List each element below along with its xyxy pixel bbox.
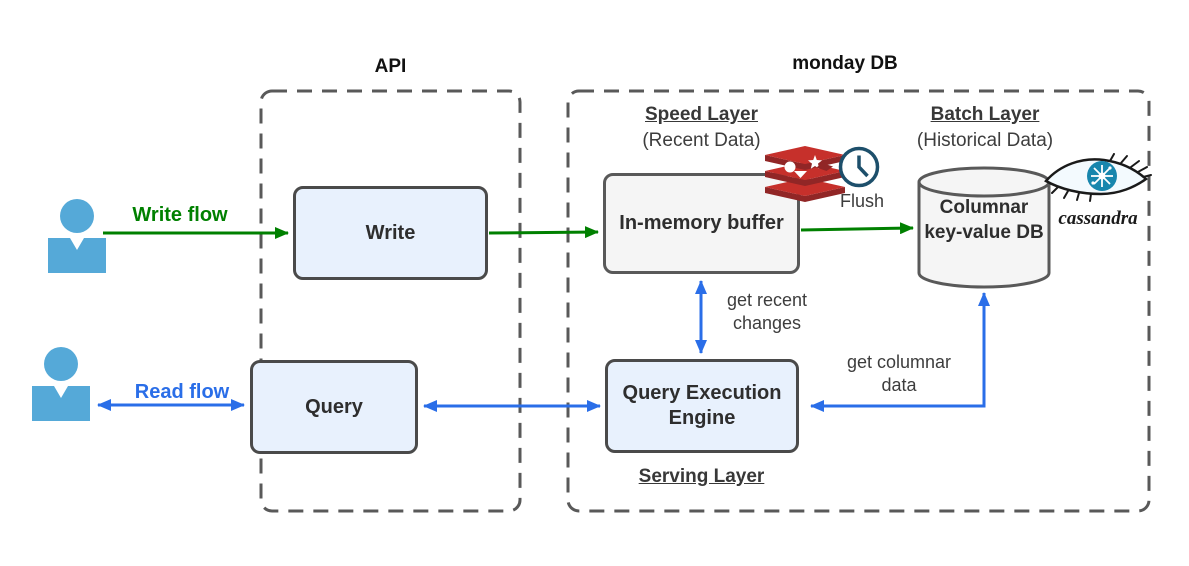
batch-layer-title: Batch Layer — [930, 104, 1040, 125]
write-flow-label: Write flow — [132, 204, 228, 226]
arrow-flush-buffer-to-db — [800, 222, 914, 235]
serving-layer-title: Serving Layer — [638, 466, 765, 487]
cassandra-lashes — [1051, 153, 1152, 202]
read-flow-label: Read flow — [134, 381, 230, 403]
group-title-api: API — [374, 56, 407, 77]
speed-layer-subtitle: (Recent Data) — [642, 130, 761, 151]
node-in-memory-buffer-label: In-memory buffer — [619, 212, 784, 234]
arrow-write-to-buffer — [488, 226, 599, 239]
get-recent-changes-label: get recent changes — [726, 290, 808, 334]
speed-layer-title: Speed Layer — [645, 104, 758, 125]
node-columnar-db-label: Columnar key-value DB — [924, 197, 1044, 243]
node-query-label: Query — [305, 395, 363, 418]
user-icon — [46, 196, 108, 279]
group-box-monday-db — [566, 89, 1151, 513]
cassandra-logo: cassandra — [1044, 153, 1152, 230]
group-title-monday-db: monday DB — [792, 53, 898, 74]
user-icon — [30, 344, 92, 427]
arrow-db-qee-elbow — [810, 292, 990, 412]
flush-label: Flush — [839, 191, 884, 211]
get-columnar-data-label: get columnar data — [846, 352, 952, 396]
node-write: Write — [293, 186, 488, 280]
node-query-execution-engine-label: Query Execution Engine — [622, 382, 782, 429]
node-query: Query — [250, 360, 418, 454]
clock-icon — [837, 145, 881, 194]
batch-layer-subtitle: (Historical Data) — [916, 130, 1054, 151]
redis-logo — [761, 136, 849, 211]
group-box-api — [259, 89, 522, 513]
node-query-execution-engine: Query Execution Engine — [605, 359, 799, 453]
columnar-db-cylinder — [917, 166, 1051, 289]
node-write-label: Write — [365, 221, 416, 244]
cassandra-wordmark: cassandra — [1058, 208, 1138, 229]
